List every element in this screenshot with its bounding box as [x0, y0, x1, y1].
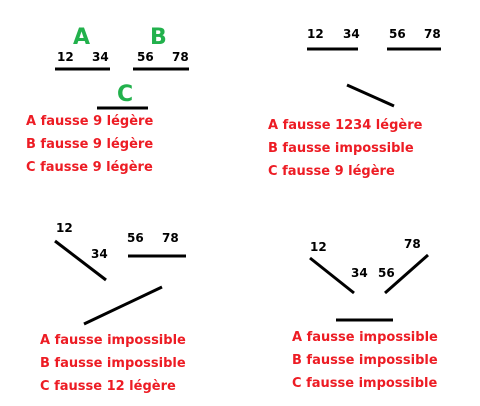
- p4-result-a: A fausse impossible: [292, 330, 438, 345]
- p4-result-c: C fausse impossible: [292, 376, 438, 391]
- p4-num-78: 78: [404, 237, 421, 251]
- p2-num-78: 78: [424, 27, 441, 41]
- p4-num-12: 12: [310, 240, 327, 254]
- p1-label-c: C: [117, 82, 134, 107]
- p3-result-c: C fausse 12 légère: [40, 379, 176, 394]
- p4-result-b: B fausse impossible: [292, 353, 438, 368]
- p1-result-c: C fausse 9 légère: [26, 160, 153, 175]
- p3-result-b: B fausse impossible: [40, 356, 186, 371]
- p3-num-78: 78: [162, 231, 179, 245]
- p4-num-34: 34: [351, 266, 368, 280]
- p4-bar-right: [384, 253, 429, 295]
- p3-num-12: 12: [56, 221, 73, 235]
- p1-num-56: 56: [137, 50, 154, 64]
- p2-num-34: 34: [343, 27, 360, 41]
- p1-num-34: 34: [92, 50, 109, 64]
- p2-num-12: 12: [307, 27, 324, 41]
- p1-num-78: 78: [172, 50, 189, 64]
- p2-num-56: 56: [389, 27, 406, 41]
- p1-result-b: B fausse 9 légère: [26, 137, 154, 152]
- p3-num-34: 34: [91, 247, 108, 261]
- p2-result-c: C fausse 9 légère: [268, 164, 395, 179]
- p2-result-a: A fausse 1234 légère: [268, 118, 423, 133]
- p3-result-a: A fausse impossible: [40, 333, 186, 348]
- p3-bar-12-34: [54, 239, 107, 282]
- p1-label-a: A: [73, 25, 91, 50]
- p1-result-a: A fausse 9 légère: [26, 114, 154, 129]
- p1-label-b: B: [150, 25, 167, 50]
- p2-result-b: B fausse impossible: [268, 141, 414, 156]
- p1-num-12: 12: [57, 50, 74, 64]
- p4-num-56: 56: [378, 266, 395, 280]
- p3-bar-tilted: [83, 285, 163, 326]
- p4-bar-left: [309, 256, 355, 295]
- p3-num-56: 56: [127, 231, 144, 245]
- p2-bar-tilted: [346, 83, 395, 108]
